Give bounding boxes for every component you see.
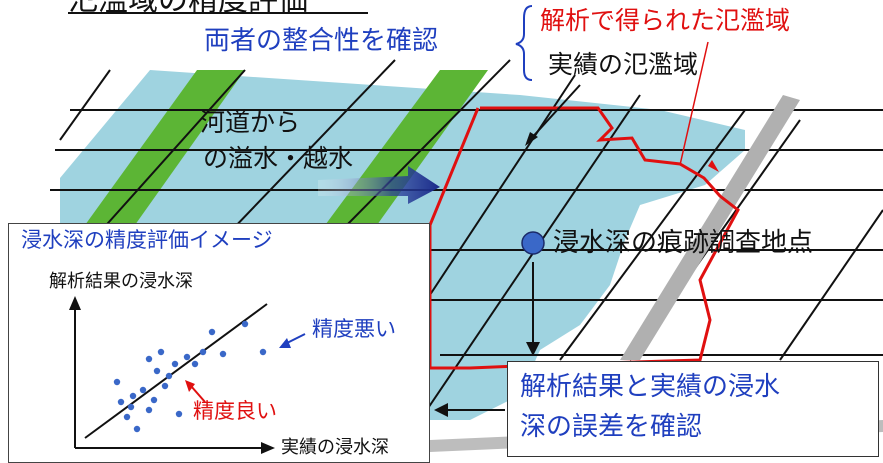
consistency-label: 両者の整合性を確認 bbox=[204, 26, 439, 56]
scatter-point bbox=[145, 406, 153, 414]
scatter-point bbox=[208, 328, 216, 336]
page-title: 氾濫域の精度評価 bbox=[68, 0, 308, 18]
analyzed-flood-outline bbox=[428, 106, 740, 370]
error-check-line1: 解析結果と実績の浸水 bbox=[520, 372, 781, 402]
scatter-point bbox=[123, 413, 131, 421]
scatter-point bbox=[241, 320, 249, 328]
y-axis-arrow bbox=[69, 296, 81, 310]
scatter-point bbox=[165, 372, 173, 380]
scatter-point bbox=[113, 378, 121, 386]
scatter-point bbox=[145, 355, 153, 363]
bad-accuracy-label: 精度悪い bbox=[312, 317, 396, 341]
trace-to-error-head bbox=[526, 342, 540, 356]
error-to-panel-head bbox=[434, 403, 448, 417]
good-accuracy-label: 精度良い bbox=[193, 399, 277, 423]
analyzed-pointer-head bbox=[708, 160, 719, 172]
x-axis-arrow bbox=[261, 442, 275, 454]
title-underline bbox=[68, 12, 368, 14]
scatter-point bbox=[199, 348, 207, 356]
consistency-brace bbox=[515, 5, 533, 81]
actual-flood-area bbox=[60, 70, 745, 420]
scatter-point bbox=[117, 398, 125, 406]
scatter-point bbox=[219, 350, 227, 358]
error-check-line2: 深の誤差を確認 bbox=[520, 412, 703, 442]
analyzed-flood-label: 解析で得られた氾濫域 bbox=[540, 6, 791, 35]
scatter-point bbox=[191, 360, 199, 368]
y-axis-label: 解析結果の浸水深 bbox=[49, 271, 193, 292]
scatter-point bbox=[259, 348, 267, 356]
actual-pointer-head bbox=[525, 132, 538, 146]
scatter-point bbox=[183, 353, 191, 361]
trace-point-marker bbox=[521, 231, 545, 255]
overflow-label-line1: 河道から bbox=[200, 108, 301, 137]
analyzed-pointer-line bbox=[679, 41, 709, 166]
road-band bbox=[620, 95, 800, 360]
accuracy-panel: 浸水深の精度評価イメージ 解析結果の浸水深 実績の浸水深 bbox=[8, 223, 430, 463]
x-axis-label: 実績の浸水深 bbox=[281, 437, 389, 458]
actual-pointer-line bbox=[527, 84, 581, 143]
scatter-point bbox=[139, 386, 147, 394]
scatter-point bbox=[133, 425, 141, 433]
scatter-plot bbox=[69, 296, 306, 454]
scatter-points bbox=[113, 320, 267, 433]
scatter-point bbox=[129, 392, 137, 400]
accuracy-panel-title: 浸水深の精度評価イメージ bbox=[21, 228, 273, 252]
trace-point-label: 浸水深の痕跡調査地点 bbox=[553, 228, 814, 258]
scatter-point bbox=[161, 382, 169, 390]
scatter-point bbox=[127, 403, 135, 411]
bad-pointer-head bbox=[279, 338, 291, 348]
good-pointer-line bbox=[190, 385, 206, 403]
actual-flood-label: 実績の氾濫域 bbox=[548, 50, 699, 79]
overflow-label-line2: の溢水・越水 bbox=[203, 144, 354, 173]
overflow-arrow bbox=[318, 166, 440, 204]
scatter-point bbox=[175, 410, 183, 418]
error-check-box: 解析結果と実績の浸水 深の誤差を確認 bbox=[507, 361, 879, 457]
scatter-point bbox=[171, 360, 179, 368]
scatter-point bbox=[150, 396, 158, 404]
good-pointer-head bbox=[185, 380, 195, 392]
scatter-point bbox=[157, 348, 165, 356]
diagonal-line bbox=[84, 303, 268, 439]
scatter-point bbox=[153, 367, 161, 375]
